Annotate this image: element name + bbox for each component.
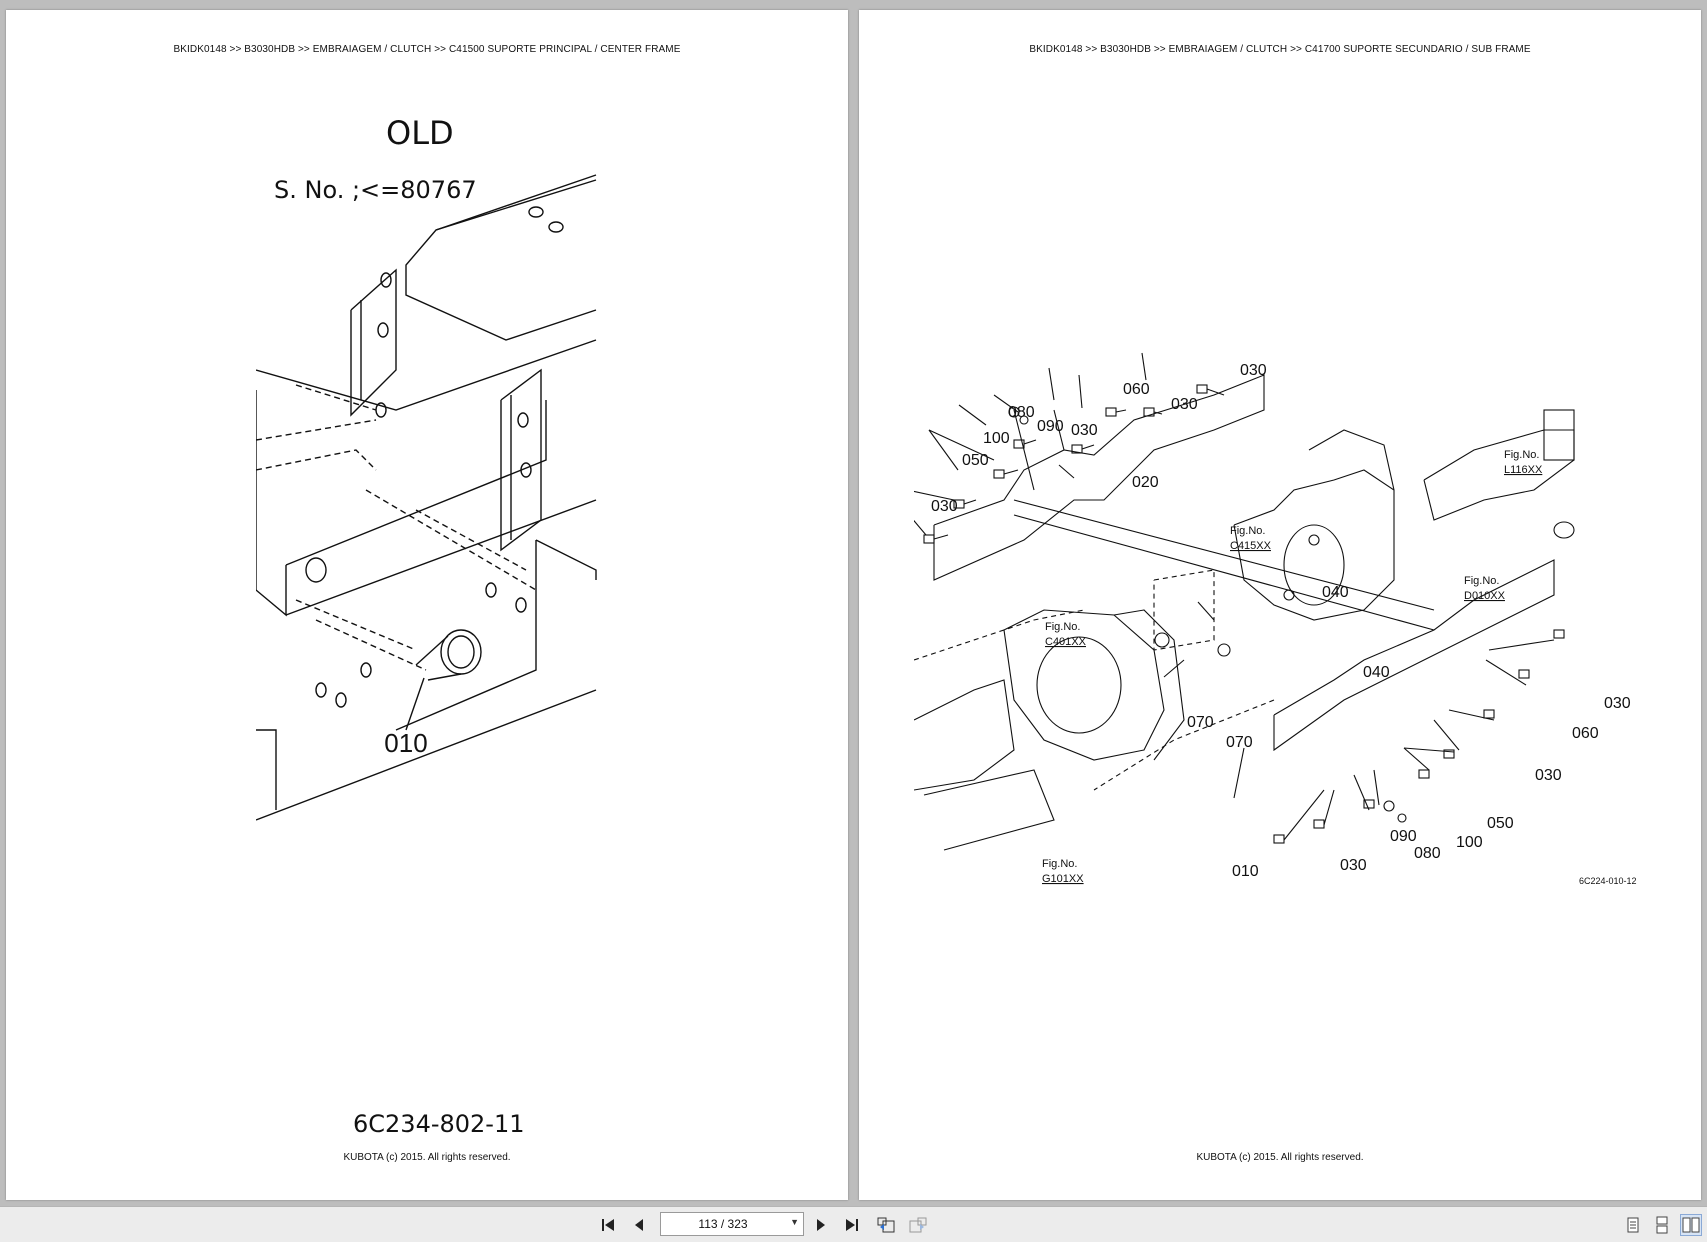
chevron-down-icon[interactable]: ▼ (790, 1217, 799, 1227)
callout-040-b: 040 (1363, 664, 1390, 681)
callout-030-g: 030 (1340, 857, 1367, 874)
callout-040-a: 040 (1322, 584, 1349, 601)
single-page-view-icon[interactable] (1622, 1214, 1644, 1236)
go-forward-icon[interactable] (907, 1214, 929, 1236)
figure-code-small: 6C224-010-12 (1579, 876, 1637, 886)
callout-030-d: 030 (931, 498, 958, 515)
figref-c401xx-label: Fig.No. (1045, 621, 1080, 633)
first-page-icon[interactable] (598, 1214, 620, 1236)
callout-010: 010 (1232, 863, 1259, 880)
right-page-copyright: KUBOTA (c) 2015. All rights reserved. (1196, 1152, 1364, 1163)
sub-frame-exploded-drawing (914, 352, 1575, 851)
callout-060-a: 060 (1123, 381, 1150, 398)
figref-l116xx-code: L116XX (1504, 464, 1543, 476)
callout-050-b: 050 (1487, 815, 1514, 832)
document-viewport[interactable]: BKIDK0148 >> B3030HDB >> EMBRAIAGEM / CL… (0, 0, 1707, 1206)
callout-030-f: 030 (1535, 767, 1562, 784)
page-number-field[interactable]: 113 / 323 ▼ (660, 1212, 804, 1236)
callout-070-b: 070 (1226, 734, 1253, 751)
callout-030-e: 030 (1604, 695, 1631, 712)
last-page-icon[interactable] (840, 1214, 862, 1236)
figure-code: 6C234-802-11 (353, 1110, 525, 1138)
figref-d010xx-label: Fig.No. (1464, 575, 1499, 587)
center-frame-drawing: 010 (256, 174, 597, 821)
callout-100-a: 100 (983, 430, 1010, 447)
left-page: BKIDK0148 >> B3030HDB >> EMBRAIAGEM / CL… (6, 10, 848, 1200)
figref-l116xx-label: Fig.No. (1504, 449, 1539, 461)
callout-060-b: 060 (1572, 725, 1599, 742)
old-label: OLD (386, 114, 454, 152)
next-page-icon[interactable] (810, 1214, 832, 1236)
callout-070-a: 070 (1187, 714, 1214, 731)
left-page-breadcrumb: BKIDK0148 >> B3030HDB >> EMBRAIAGEM / CL… (173, 44, 681, 55)
previous-page-icon[interactable] (628, 1214, 650, 1236)
callout-020: 020 (1132, 474, 1159, 491)
callout-090-b: 090 (1390, 828, 1417, 845)
right-page: BKIDK0148 >> B3030HDB >> EMBRAIAGEM / CL… (859, 10, 1701, 1200)
figref-c415xx-label: Fig.No. (1230, 525, 1265, 537)
sub-frame-labels: 030 060 030 080 090 030 100 050 020 030 … (931, 362, 1637, 886)
continuous-view-icon[interactable] (1651, 1214, 1673, 1236)
figref-g101xx-code: G101XX (1042, 873, 1084, 885)
callout-080-b: 080 (1414, 845, 1441, 862)
figref-c415xx-code: C415XX (1230, 540, 1272, 552)
callout-100-b: 100 (1456, 834, 1483, 851)
callout-080-a: 080 (1008, 404, 1035, 421)
figref-g101xx-label: Fig.No. (1042, 858, 1077, 870)
left-page-copyright: KUBOTA (c) 2015. All rights reserved. (343, 1152, 511, 1163)
callout-090-a: 090 (1037, 418, 1064, 435)
serial-number: S. No. ;<=80767 (274, 176, 477, 204)
callout-030-b: 030 (1171, 396, 1198, 413)
viewer-toolbar: 113 / 323 ▼ (0, 1206, 1707, 1242)
callout-030-a: 030 (1240, 362, 1267, 379)
callout-010: 010 (384, 728, 427, 758)
page-indicator: 113 / 323 (698, 1217, 748, 1231)
figref-c401xx-code: C401XX (1045, 636, 1087, 648)
figref-d010xx-code: D010XX (1464, 590, 1506, 602)
right-page-breadcrumb: BKIDK0148 >> B3030HDB >> EMBRAIAGEM / CL… (1029, 44, 1531, 55)
two-page-view-icon[interactable] (1680, 1214, 1702, 1236)
callout-050-a: 050 (962, 452, 989, 469)
callout-030-c: 030 (1071, 422, 1098, 439)
go-back-icon[interactable] (875, 1214, 897, 1236)
